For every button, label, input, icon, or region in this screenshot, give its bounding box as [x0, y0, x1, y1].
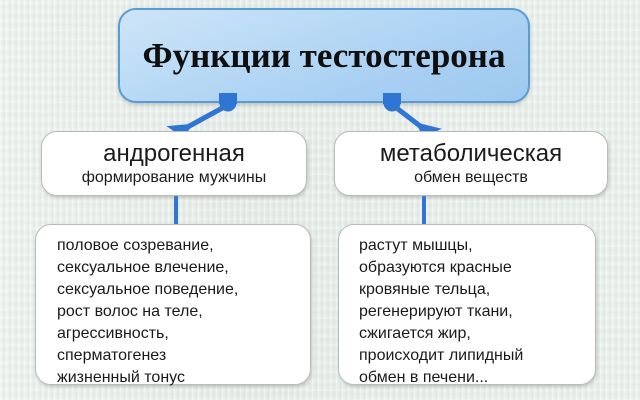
list-item: жизненный тонус — [57, 369, 185, 386]
branch-heading-androgenic: андрогенная формирование мужчины — [41, 131, 307, 196]
list-item: обмен в печени... — [359, 369, 489, 386]
list-item: сперматогенез — [57, 347, 167, 364]
list-item: сексуальное поведение, — [57, 281, 239, 298]
branch-heading-label: метаболическая — [379, 140, 563, 168]
list-item: сжигается жир, — [359, 325, 471, 342]
list-item: агрессивность, — [57, 325, 169, 342]
branch-heading-metabolic: метаболическая обмен веществ — [334, 131, 608, 196]
list-item: сексуальное влечение, — [57, 259, 229, 276]
branch-details-androgenic: половое созревание, сексуальное влечение… — [35, 224, 311, 386]
list-item: регенерируют ткани, — [359, 303, 513, 320]
list-item: происходит липидный — [359, 347, 524, 364]
branch-details-metabolic: растут мышцы, образуются красные кровяны… — [338, 224, 596, 386]
list-item: образуются красные — [359, 259, 512, 276]
page-title: Функции тестостерона — [142, 36, 506, 75]
list-item: рост волос на теле, — [57, 303, 203, 320]
connector-bar-metabolic — [422, 196, 426, 225]
branch-subheading-label: обмен веществ — [414, 169, 528, 187]
title-box: Функции тестостерона — [118, 8, 530, 103]
branch-heading-label: андрогенная — [103, 140, 245, 168]
detail-list: растут мышцы, образуются красные кровяны… — [339, 235, 595, 389]
detail-list: половое созревание, сексуальное влечение… — [36, 235, 310, 389]
list-item: растут мышцы, — [359, 237, 473, 254]
list-item: половое созревание, — [57, 237, 214, 254]
list-item: кровяные тельца, — [359, 281, 491, 298]
branch-subheading-label: формирование мужчины — [81, 169, 267, 187]
connector-bar-androgenic — [174, 196, 178, 225]
